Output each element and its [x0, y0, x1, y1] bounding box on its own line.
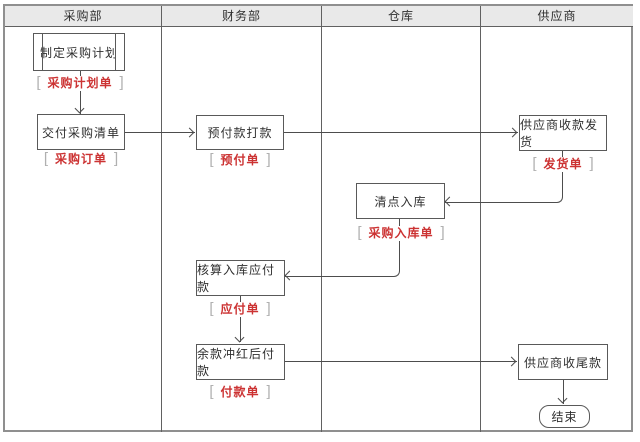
node-supplier-final: 供应商收尾款: [518, 344, 608, 380]
doc-label-plan: [ 采购计划单]: [29, 74, 131, 91]
lane-divider-3: [480, 6, 481, 432]
node-label: 预付款打款: [207, 126, 273, 140]
connector-plan-to-deliver: [80, 70, 81, 114]
node-prepay: 预付款打款: [196, 115, 284, 150]
doc-label-stockin: [ 采购入库单]: [350, 224, 452, 241]
doc-label-text: 付款单: [220, 385, 260, 399]
node-make-plan: 制定采购计划: [33, 33, 125, 71]
doc-label-order: [ 采购订单]: [36, 150, 126, 167]
lane-divider-1: [161, 6, 162, 432]
doc-label-text: 预付单: [220, 153, 260, 167]
lane-header-finance: 财务部: [221, 9, 261, 23]
node-label: 供应商收尾款: [523, 355, 602, 370]
node-label: 核算入库应付款: [197, 263, 276, 294]
node-label: 余款冲红后付款: [197, 347, 276, 378]
doc-label-text: 采购订单: [54, 152, 108, 166]
doc-label-prepay: [ 预付单]: [202, 151, 278, 168]
bracket-open-icon: [: [209, 383, 214, 400]
lane-header-strip: [5, 6, 633, 27]
bracket-close-icon: ]: [589, 155, 594, 172]
node-end: 结束: [539, 405, 590, 428]
lane-header-supplier: 供应商: [537, 9, 577, 23]
node-label: 交付采购清单: [41, 125, 120, 140]
bracket-open-icon: [: [357, 224, 362, 241]
connector-stockin-to-payable: [285, 219, 400, 277]
lane-header-warehouse: 仓库: [387, 9, 414, 23]
node-calc-payable: 核算入库应付款: [196, 260, 285, 296]
predefined-bar-right: [115, 33, 116, 71]
node-stock-in: 清点入库: [356, 183, 445, 219]
bracket-close-icon: ]: [440, 224, 445, 241]
bracket-open-icon: [: [532, 155, 537, 172]
bracket-open-icon: [: [36, 74, 41, 91]
node-label: 结束: [551, 410, 578, 424]
bracket-close-icon: ]: [119, 74, 124, 91]
bracket-close-icon: ]: [114, 150, 119, 167]
bracket-open-icon: [: [43, 150, 48, 167]
lane-divider-2: [321, 6, 322, 432]
node-label: 制定采购计划: [39, 45, 118, 60]
node-label: 清点入库: [374, 194, 427, 209]
connector-prepay-to-ship: [284, 132, 518, 133]
doc-label-text: 应付单: [220, 302, 260, 316]
node-deliver-list: 交付采购清单: [37, 114, 125, 150]
bracket-open-icon: [: [209, 300, 214, 317]
bracket-close-icon: ]: [266, 151, 271, 168]
bracket-close-icon: ]: [266, 300, 271, 317]
doc-label-text: 发货单: [543, 157, 583, 171]
node-balance-pay: 余款冲红后付款: [196, 344, 285, 380]
doc-label-ship: [ 发货单]: [525, 155, 601, 172]
doc-label-payable: [ 应付单]: [202, 300, 278, 317]
node-label: 供应商收款发货: [520, 118, 599, 149]
node-supplier-ship: 供应商收款发货: [519, 115, 607, 151]
doc-label-payment: [ 付款单]: [202, 383, 278, 400]
connector-ship-to-stockin: [445, 151, 563, 203]
doc-label-text: 采购入库单: [368, 226, 434, 240]
connector-deliver-to-prepay: [125, 132, 195, 133]
bracket-close-icon: ]: [266, 383, 271, 400]
connector-payable-to-balance: [240, 296, 241, 342]
connector-balance-to-final: [285, 361, 517, 362]
connector-final-to-end: [563, 380, 564, 404]
predefined-bar-left: [42, 33, 43, 71]
lane-header-purchasing: 采购部: [63, 9, 103, 23]
doc-label-text: 采购计划单: [47, 76, 113, 90]
bracket-open-icon: [: [209, 151, 214, 168]
